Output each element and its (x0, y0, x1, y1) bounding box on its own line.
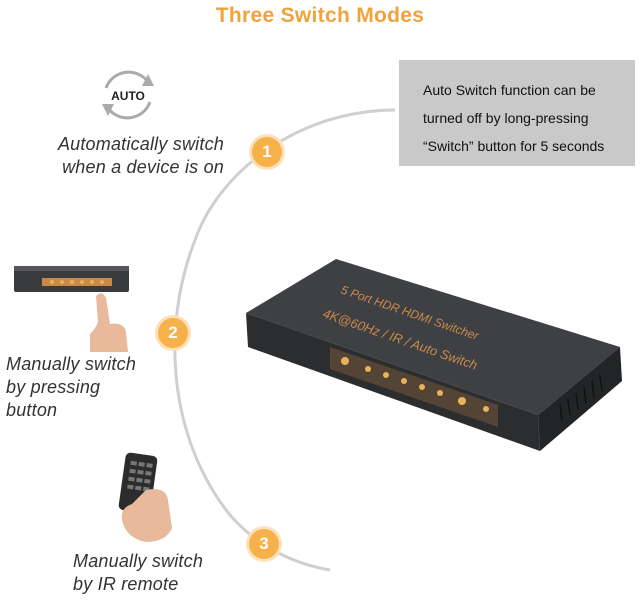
mode-2-line-1: Manually switch (6, 354, 137, 374)
mode-2-line-2: by pressing (6, 377, 101, 397)
auto-label: AUTO (111, 89, 145, 103)
mode-1-description: Automatically switch when a device is on (30, 133, 224, 179)
info-line-1: Auto Switch function can be (423, 82, 596, 98)
info-line-3: “Switch” button for 5 seconds (423, 138, 605, 154)
page-title: Three Switch Modes (215, 4, 425, 27)
mode-3-badge: 3 (249, 529, 279, 559)
mode-3-line-1: Manually switch (73, 551, 204, 571)
mode-2-line-3: button (6, 400, 58, 420)
mode-3-description: Manually switch by IR remote (73, 550, 203, 596)
info-line-2: turned off by long-pressing (423, 110, 589, 126)
mode-1-line-1: Automatically switch (57, 134, 224, 154)
mode-2-badge: 2 (158, 318, 188, 348)
front-panel-leds (341, 357, 489, 412)
mode-1-badge: 1 (252, 137, 282, 167)
mode-1-line-2: when a device is on (62, 157, 224, 177)
mode-3-line-2: by IR remote (73, 574, 179, 594)
auto-refresh-icon: AUTO (102, 70, 154, 120)
hand-pressing-button-icon (14, 266, 129, 352)
mode-2-description: Manually switch by pressing button (6, 353, 136, 422)
hdmi-switcher-device: 5 Port HDR HDMI Switcher 4K@60Hz / IR / … (246, 259, 622, 451)
auto-switch-info-box: Auto Switch function can be turned off b… (399, 60, 635, 166)
ir-remote-hand-icon (118, 452, 172, 542)
